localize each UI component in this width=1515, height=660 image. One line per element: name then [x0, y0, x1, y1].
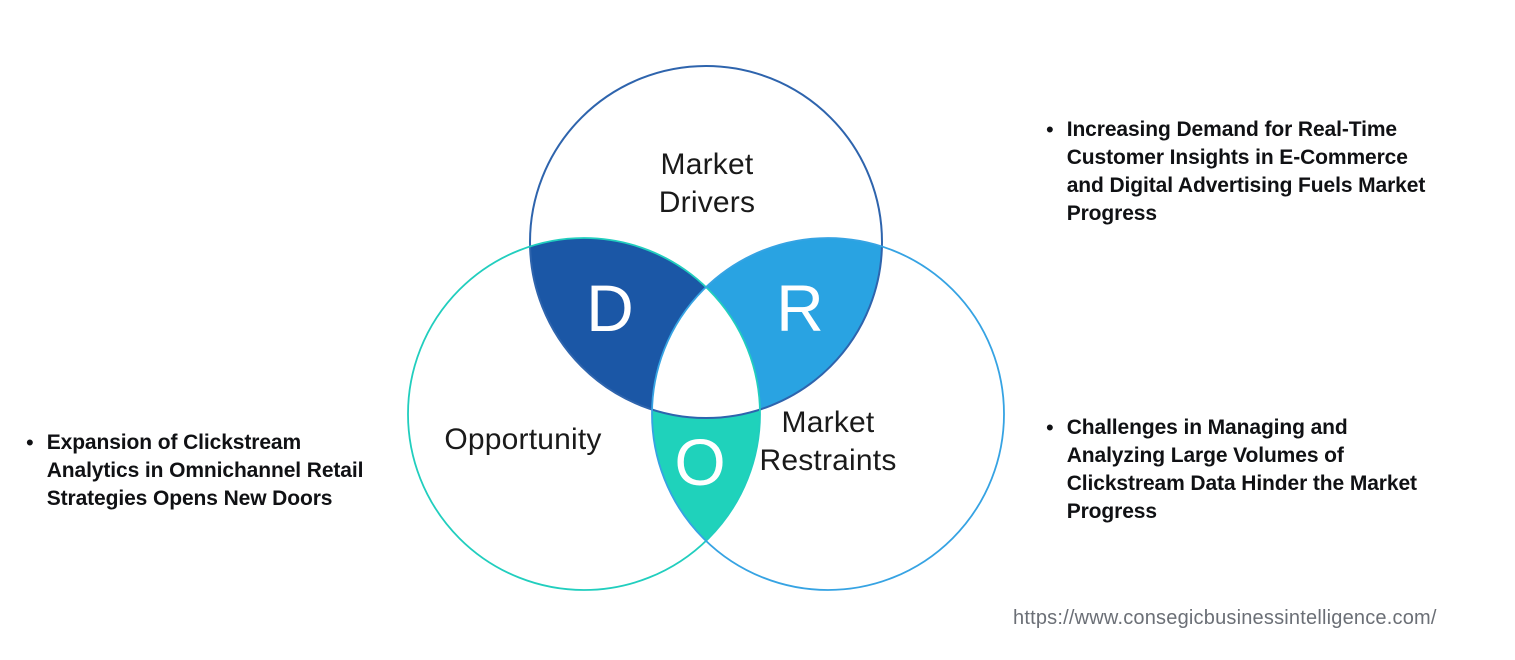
bullet-icon: • — [1046, 415, 1054, 440]
restraints-note: • Challenges in Managing and Analyzing L… — [1046, 414, 1506, 526]
restraints-note-text: Challenges in Managing and Analyzing Lar… — [1066, 416, 1417, 523]
market-restraints-label: Market Restraints — [759, 406, 897, 477]
restraints-overlap-letter: R — [776, 271, 824, 345]
opportunity-note-text: Expansion of Clickstream Analytics in Om… — [46, 431, 364, 510]
bullet-icon: • — [26, 430, 34, 455]
opportunity-overlap-letter: O — [674, 425, 726, 499]
drivers-overlap-letter: D — [586, 271, 634, 345]
market-restraints-circle — [651, 237, 1005, 591]
source-url: https://www.consegicbusinessintelligence… — [1013, 607, 1437, 629]
opportunity-label: Opportunity — [444, 423, 602, 456]
bullet-icon: • — [1046, 117, 1054, 142]
opportunity-circle — [407, 237, 761, 591]
market-drivers-label: Market Drivers — [658, 148, 756, 219]
drivers-note-text: Increasing Demand for Real-Time Customer… — [1066, 118, 1426, 225]
drivers-note: • Increasing Demand for Real-Time Custom… — [1046, 116, 1506, 228]
market-drivers-circle — [529, 65, 883, 419]
opportunity-note: • Expansion of Clickstream Analytics in … — [26, 429, 426, 513]
